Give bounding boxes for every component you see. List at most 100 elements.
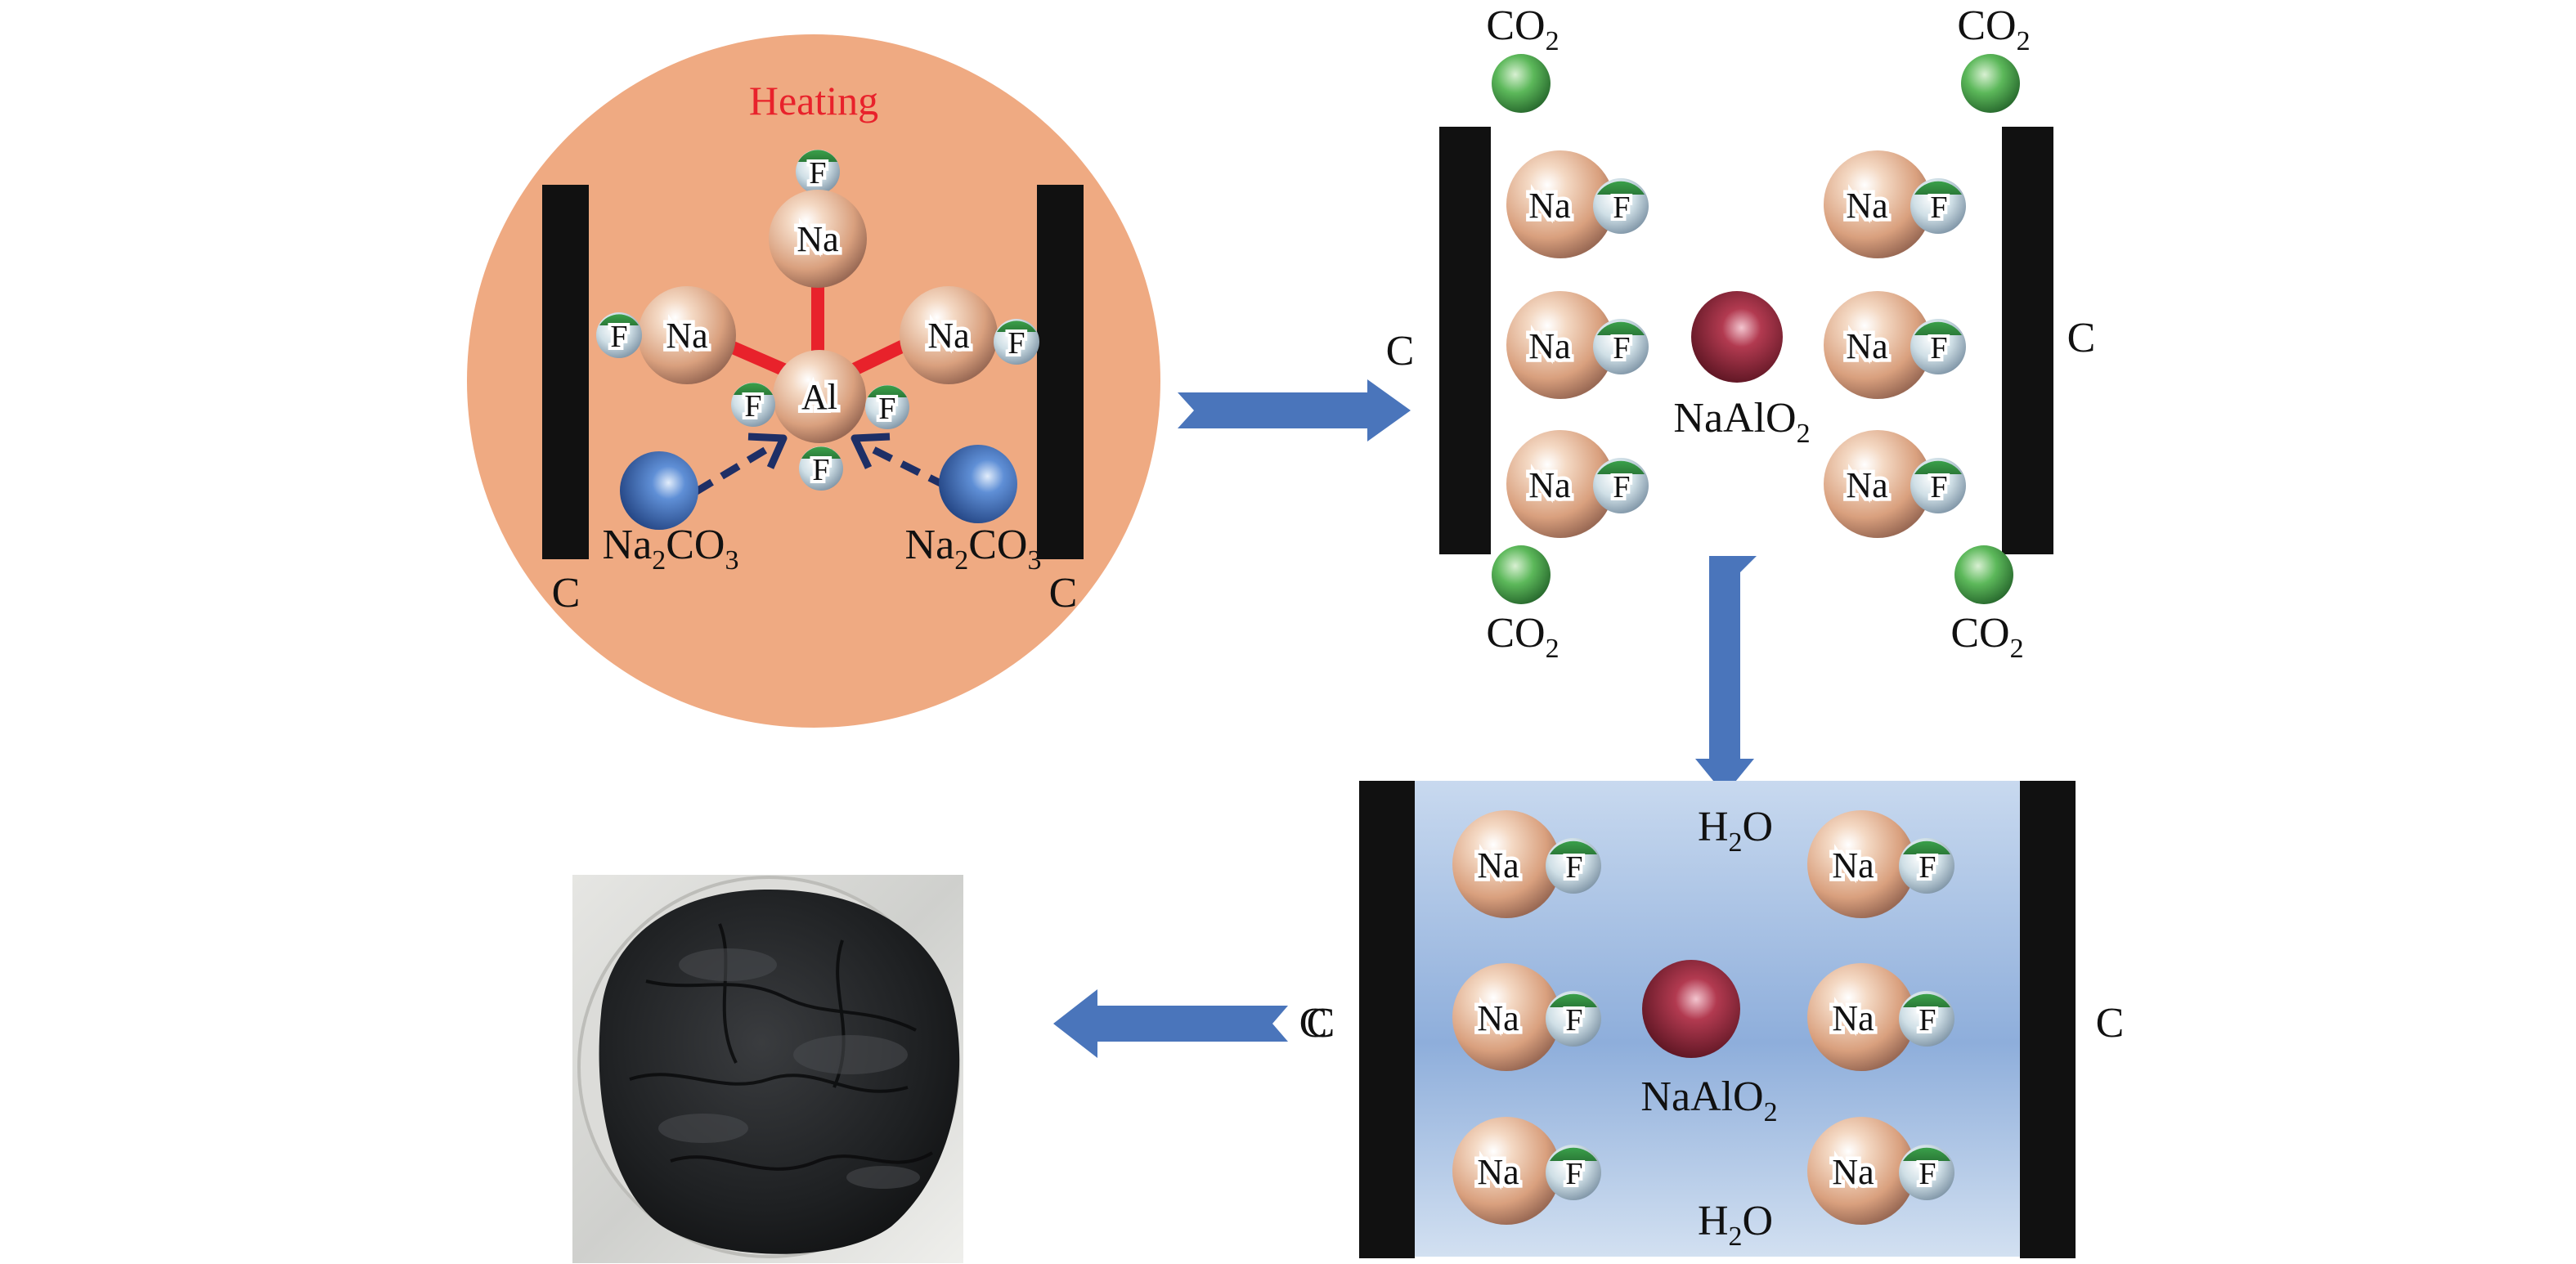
svg-text:F: F xyxy=(1565,850,1582,885)
left-carbon-electrode xyxy=(1439,127,1491,554)
left-electrode-label: C xyxy=(1299,1000,1328,1047)
svg-text:F: F xyxy=(744,389,761,424)
naf-pair: Na F xyxy=(1807,810,1954,918)
water-label: H2O xyxy=(1698,1198,1773,1252)
co2-sphere xyxy=(1954,545,2013,604)
svg-text:Na: Na xyxy=(1832,845,1874,885)
naalo2-label: NaAlO2 xyxy=(1673,395,1810,449)
svg-text:F: F xyxy=(1613,331,1630,365)
atom-f: F xyxy=(596,312,642,358)
svg-text:Na: Na xyxy=(1477,1152,1519,1192)
svg-text:F: F xyxy=(1565,1157,1582,1191)
powder-highlights xyxy=(658,948,920,1189)
svg-text:F: F xyxy=(1613,470,1630,504)
right-carbon-electrode xyxy=(1037,185,1084,559)
co2-sphere xyxy=(1961,54,2020,113)
naf-pair: Na F xyxy=(1807,1117,1954,1225)
svg-text:Na: Na xyxy=(1846,465,1887,505)
svg-text:F: F xyxy=(1613,190,1630,225)
naalo2-label: NaAlO2 xyxy=(1640,1074,1777,1127)
svg-text:F: F xyxy=(1008,326,1025,361)
svg-text:F: F xyxy=(1919,1157,1936,1191)
arrow-right xyxy=(1178,379,1411,442)
svg-text:Na: Na xyxy=(1477,845,1519,885)
svg-text:F: F xyxy=(1919,1003,1936,1038)
svg-text:F: F xyxy=(1565,1003,1582,1038)
svg-text:F: F xyxy=(812,453,829,487)
co2-label: CO2 xyxy=(1950,610,2023,664)
powder-cracks xyxy=(629,923,934,1171)
co2-label: CO2 xyxy=(1486,2,1559,56)
atom-na: Na xyxy=(638,286,736,384)
atom-na: Na xyxy=(900,286,998,384)
svg-text:Na: Na xyxy=(1832,1152,1874,1192)
svg-text:Na: Na xyxy=(1528,186,1570,226)
heating-title: Heating xyxy=(749,78,878,123)
svg-text:Al: Al xyxy=(801,377,837,417)
right-electrode-label: C xyxy=(1049,570,1078,616)
atom-al: Al xyxy=(773,350,866,443)
atom-f: F xyxy=(799,446,843,491)
svg-text:Na: Na xyxy=(797,219,838,259)
svg-text:Na: Na xyxy=(1528,465,1570,505)
naf-pair: Na F xyxy=(1824,291,1966,399)
naf-pair: Na F xyxy=(1506,430,1649,538)
naf-pair: Na F xyxy=(1824,430,1966,538)
right-electrode-label: C xyxy=(2096,1000,2125,1047)
atom-f: F xyxy=(865,385,909,429)
svg-text:F: F xyxy=(1930,331,1947,365)
svg-text:F: F xyxy=(809,156,826,190)
svg-text:Na: Na xyxy=(1528,326,1570,366)
svg-text:Na: Na xyxy=(1846,186,1887,226)
na2co3-label-right: Na2CO3 xyxy=(905,522,1042,576)
naf-pair: Na F xyxy=(1452,963,1601,1071)
co2-label: CO2 xyxy=(1486,610,1559,664)
left-carbon-electrode xyxy=(542,185,589,559)
panel-heating: Heating C C F Na Na xyxy=(467,34,1160,728)
water-label: H2O xyxy=(1698,804,1773,858)
naalo2-sphere xyxy=(1642,960,1740,1058)
left-electrode-label: C xyxy=(1386,328,1415,374)
co2-sphere xyxy=(1492,545,1551,604)
svg-text:Na: Na xyxy=(1846,326,1887,366)
svg-text:F: F xyxy=(1930,190,1947,225)
na2co3-sphere-right xyxy=(939,445,1017,523)
svg-text:F: F xyxy=(878,392,895,426)
svg-text:Na: Na xyxy=(1832,998,1874,1038)
naf-pair: Na F xyxy=(1452,810,1601,918)
right-carbon-electrode xyxy=(2002,127,2053,554)
svg-text:F: F xyxy=(1919,850,1936,885)
left-electrode-label: C xyxy=(552,570,581,616)
svg-text:Na: Na xyxy=(1477,998,1519,1038)
atom-f: F xyxy=(731,383,775,427)
naf-pair: Na F xyxy=(1506,291,1649,399)
arrow-down xyxy=(1695,556,1757,795)
carbon-powder xyxy=(599,889,960,1254)
svg-text:Na: Na xyxy=(927,316,969,356)
dashed-arrow-right xyxy=(850,433,949,491)
na2co3-sphere-left xyxy=(620,451,698,530)
naf-pair: Na F xyxy=(1452,1117,1601,1225)
right-electrode-label: C xyxy=(2067,315,2096,361)
left-carbon-electrode xyxy=(1359,781,1415,1258)
naf-pair: Na F xyxy=(1824,150,1966,258)
arrow-left xyxy=(1053,989,1288,1058)
co2-sphere xyxy=(1492,54,1551,113)
naf-pair: Na F xyxy=(1506,150,1649,258)
naf-pair: Na F xyxy=(1807,963,1954,1071)
atom-na: Na xyxy=(769,190,867,288)
na2co3-label-left: Na2CO3 xyxy=(603,522,739,576)
carbon-label: C xyxy=(1307,1000,1335,1047)
product-photo xyxy=(572,875,963,1263)
atom-f: F xyxy=(994,319,1039,365)
dashed-arrow-left xyxy=(693,433,788,495)
svg-text:Na: Na xyxy=(666,316,707,356)
right-carbon-electrode xyxy=(2020,781,2076,1258)
naalo2-sphere xyxy=(1691,291,1783,383)
svg-text:F: F xyxy=(610,320,627,354)
svg-text:F: F xyxy=(1930,470,1947,504)
atom-f: F xyxy=(796,150,840,194)
